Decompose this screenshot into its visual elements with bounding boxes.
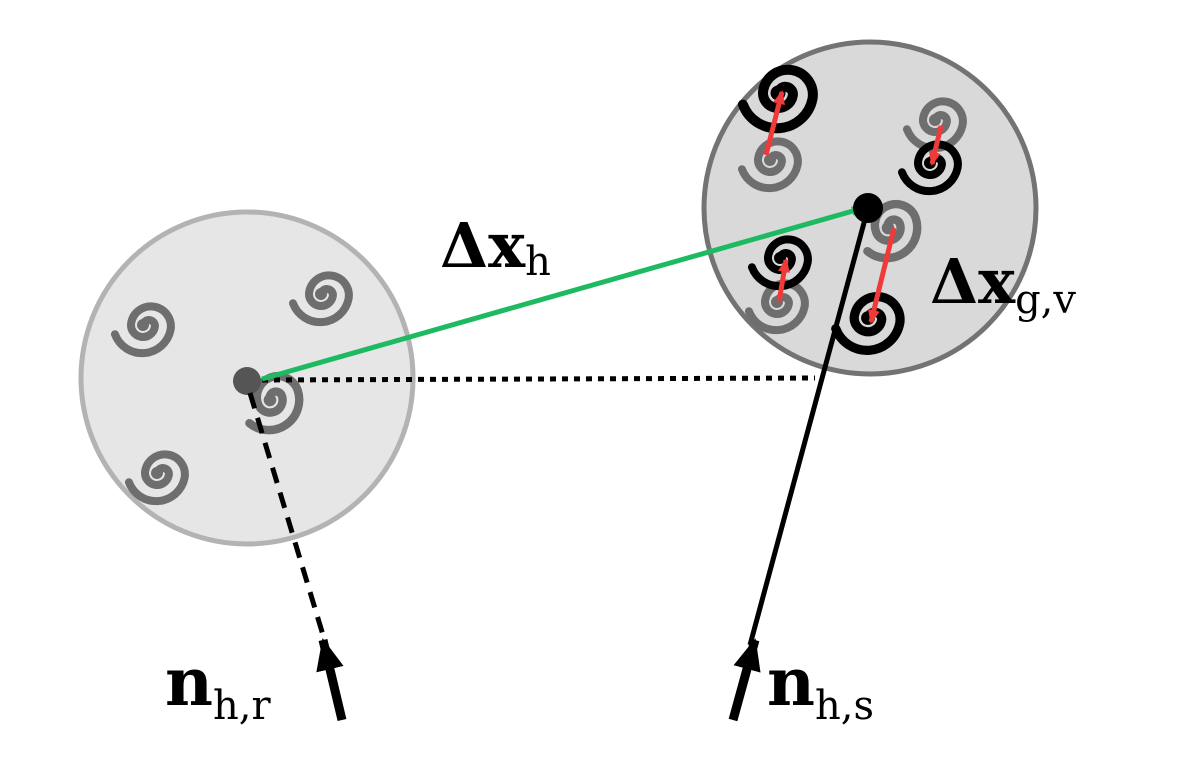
velocity-arrow: [776, 258, 790, 303]
label-n-hr: nh,r: [165, 643, 271, 729]
label-delta-x-gv: Δxg,v: [930, 245, 1076, 323]
line-of-sight-redshift: [747, 207, 871, 646]
n-hr-arrow: [316, 638, 347, 722]
line-of-sight-real: [247, 392, 329, 646]
central-galaxy-redshift-dot: [853, 193, 883, 223]
velocity-arrow: [868, 227, 897, 324]
n-hs-arrow: [728, 638, 761, 722]
central-galaxy-real-dot: [233, 367, 261, 395]
halo-displacement-arrow: [261, 206, 862, 382]
label-delta-x-h: Δxh: [440, 209, 551, 285]
velocity-arrow: [928, 125, 944, 166]
label-n-hs: nh,s: [767, 643, 874, 729]
velocity-arrow: [763, 90, 785, 156]
dotted-reference-line: [261, 375, 816, 383]
